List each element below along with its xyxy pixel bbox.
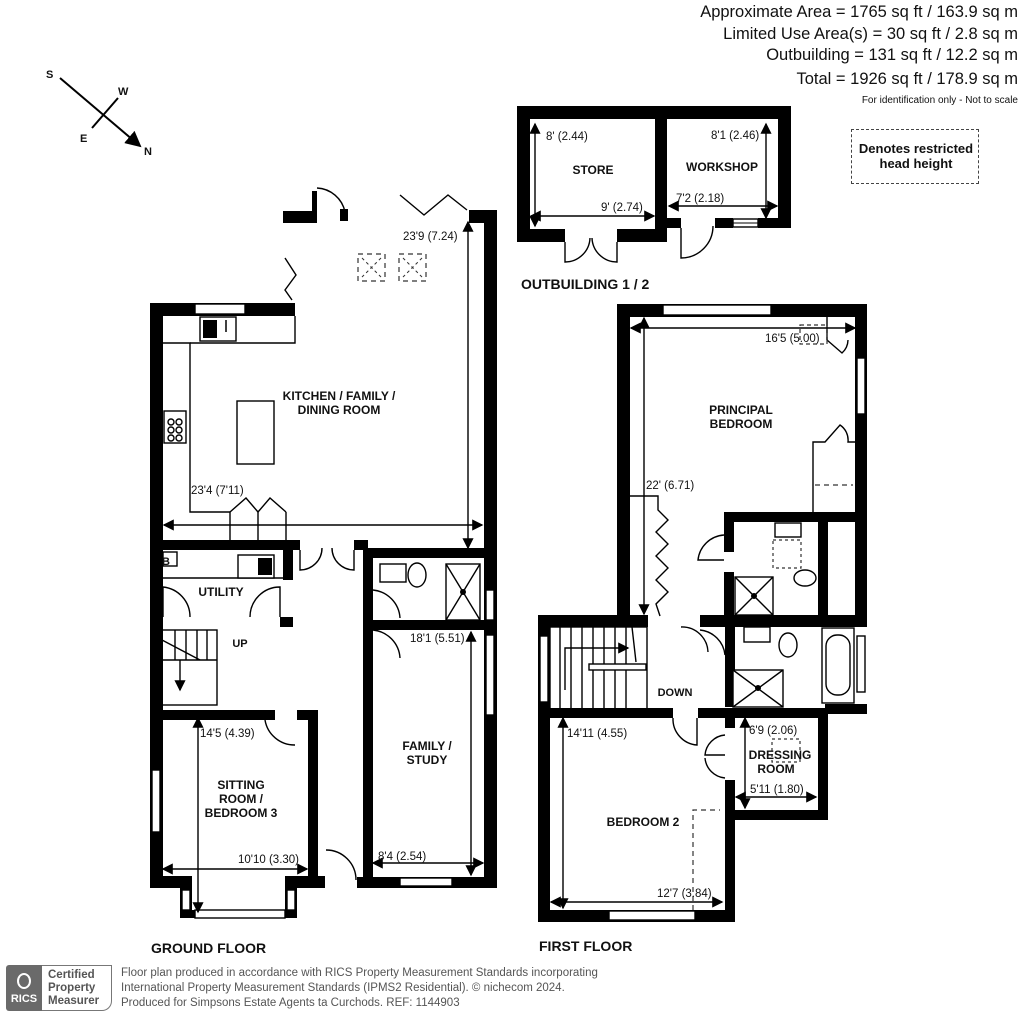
room-family-study-line1: FAMILY / [402,739,452,753]
compass-s: S [46,69,53,81]
rics-logo-text: RICS [10,993,38,1005]
stairs-up-label: UP [232,638,247,650]
kitchen-dim-h: 23'4 (7'11) [191,485,244,497]
footer-line-3: Produced for Simpsons Estate Agents ta C… [121,996,460,1009]
family-study-dim-h: 8'4 (2.54) [378,851,426,863]
compass-icon: S W E N [46,69,152,158]
room-sitting-line2: ROOM / [219,792,264,806]
room-principal-line1: PRINCIPAL [709,403,773,417]
compass-w: W [118,86,129,98]
total-area: Total = 1926 sq ft / 178.9 sq m [796,69,1018,88]
first-floor-title: FIRST FLOOR [539,938,632,954]
first-floor-plan [538,304,867,922]
restricted-height-legend-box [851,129,979,184]
room-principal-line2: BEDROOM [710,417,773,431]
restricted-height-legend: Denotes restricted head height [851,141,981,171]
compass-n: N [144,146,152,158]
footer-disclaimer: Floor plan produced in accordance with R… [121,966,598,1011]
sitting-dim-h: 10'10 (3.30) [238,854,299,866]
compass-e: E [80,133,87,145]
legend-line-2: head height [879,156,953,171]
rics-lion-icon [17,973,31,989]
room-kitchen-line2: DINING ROOM [298,403,381,417]
room-dressing-line2: ROOM [757,762,794,776]
principal-dim-h: 16'5 (5.00) [765,333,820,345]
room-family-study-line2: STUDY [407,753,448,767]
workshop-dim-h: 7'2 (2.18) [676,193,724,205]
dressing-dim-v: 6'9 (2.06) [749,725,797,737]
bedroom2-dim-h: 12'7 (3.84) [657,888,712,900]
outbuilding-plan [517,106,791,263]
workshop-dim-v: 8'1 (2.46) [711,130,759,142]
room-store: STORE [572,163,613,177]
footer: RICS Certified Property Measurer Floor p… [6,965,598,1011]
store-dim-v: 8' (2.44) [546,131,588,143]
cert-line-1: Certified [48,969,95,981]
footer-line-1: Floor plan produced in accordance with R… [121,966,598,979]
outbuilding-area: Outbuilding = 131 sq ft / 12.2 sq m [766,46,1018,64]
room-bedroom-2: BEDROOM 2 [607,815,680,829]
bedroom2-dim-v: 14'11 (4.55) [567,728,627,740]
legend-line-1: Denotes restricted [858,141,974,156]
dressing-dim-h: 5'11 (1.80) [750,784,804,796]
cert-line-2: Property [48,982,96,994]
area-summary: Approximate Area = 1765 sq ft / 163.9 sq… [700,2,1018,106]
identification-note: For identification only - Not to scale [861,94,1018,106]
room-utility: UTILITY [198,585,243,599]
certified-property-measurer-badge: Certified Property Measurer [42,965,112,1011]
store-dim-h: 9' (2.74) [601,202,643,214]
ground-floor-title: GROUND FLOOR [151,940,266,956]
outbuilding-title: OUTBUILDING 1 / 2 [521,276,650,292]
footer-line-2: International Property Measurement Stand… [121,981,565,994]
principal-dim-v: 22' (6.71) [646,480,694,492]
room-sitting-line1: SITTING [217,778,264,792]
room-sitting-line3: BEDROOM 3 [205,806,278,820]
cert-line-3: Measurer [48,995,100,1007]
rics-logo: RICS [6,965,42,1011]
room-kitchen-line1: KITCHEN / FAMILY / [283,389,396,403]
limited-use-area: Limited Use Area(s) = 30 sq ft / 2.8 sq … [723,24,1018,43]
room-dressing-line1: DRESSING [749,748,812,762]
approximate-area: Approximate Area = 1765 sq ft / 163.9 sq… [700,3,1018,21]
ground-floor-plan [150,187,497,919]
kitchen-dim-v: 23'9 (7.24) [403,231,458,243]
stairs-down-label: DOWN [658,687,693,699]
room-workshop: WORKSHOP [686,160,758,174]
family-study-dim-v: 18'1 (5.51) [410,633,465,645]
boiler-label: B [162,556,170,568]
sitting-dim-v: 14'5 (4.39) [200,728,255,740]
